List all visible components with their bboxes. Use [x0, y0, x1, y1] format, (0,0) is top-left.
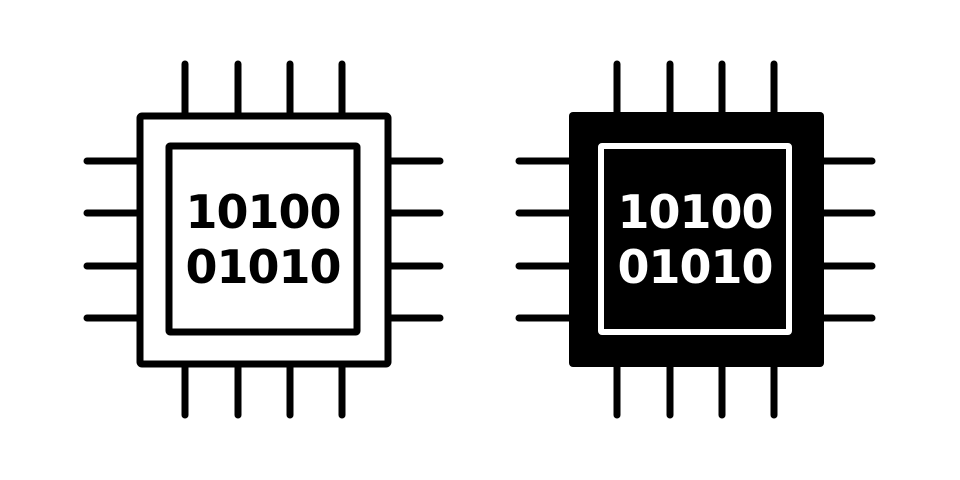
- solid-chip-die: [598, 143, 792, 335]
- outline-binary-line-2: 01010: [185, 240, 340, 294]
- solid-binary-line-2: 01010: [617, 240, 772, 294]
- outline-binary-line-1: 10100: [185, 185, 340, 239]
- outline-chip-icon: 10100 01010: [83, 60, 444, 419]
- outline-chip-die: [165, 142, 361, 336]
- outline-chip-pins: [83, 60, 444, 419]
- solid-chip-icon: 10100 01010: [515, 60, 876, 419]
- solid-binary-line-1: 10100: [617, 185, 772, 239]
- solid-chip-pins: [515, 60, 876, 419]
